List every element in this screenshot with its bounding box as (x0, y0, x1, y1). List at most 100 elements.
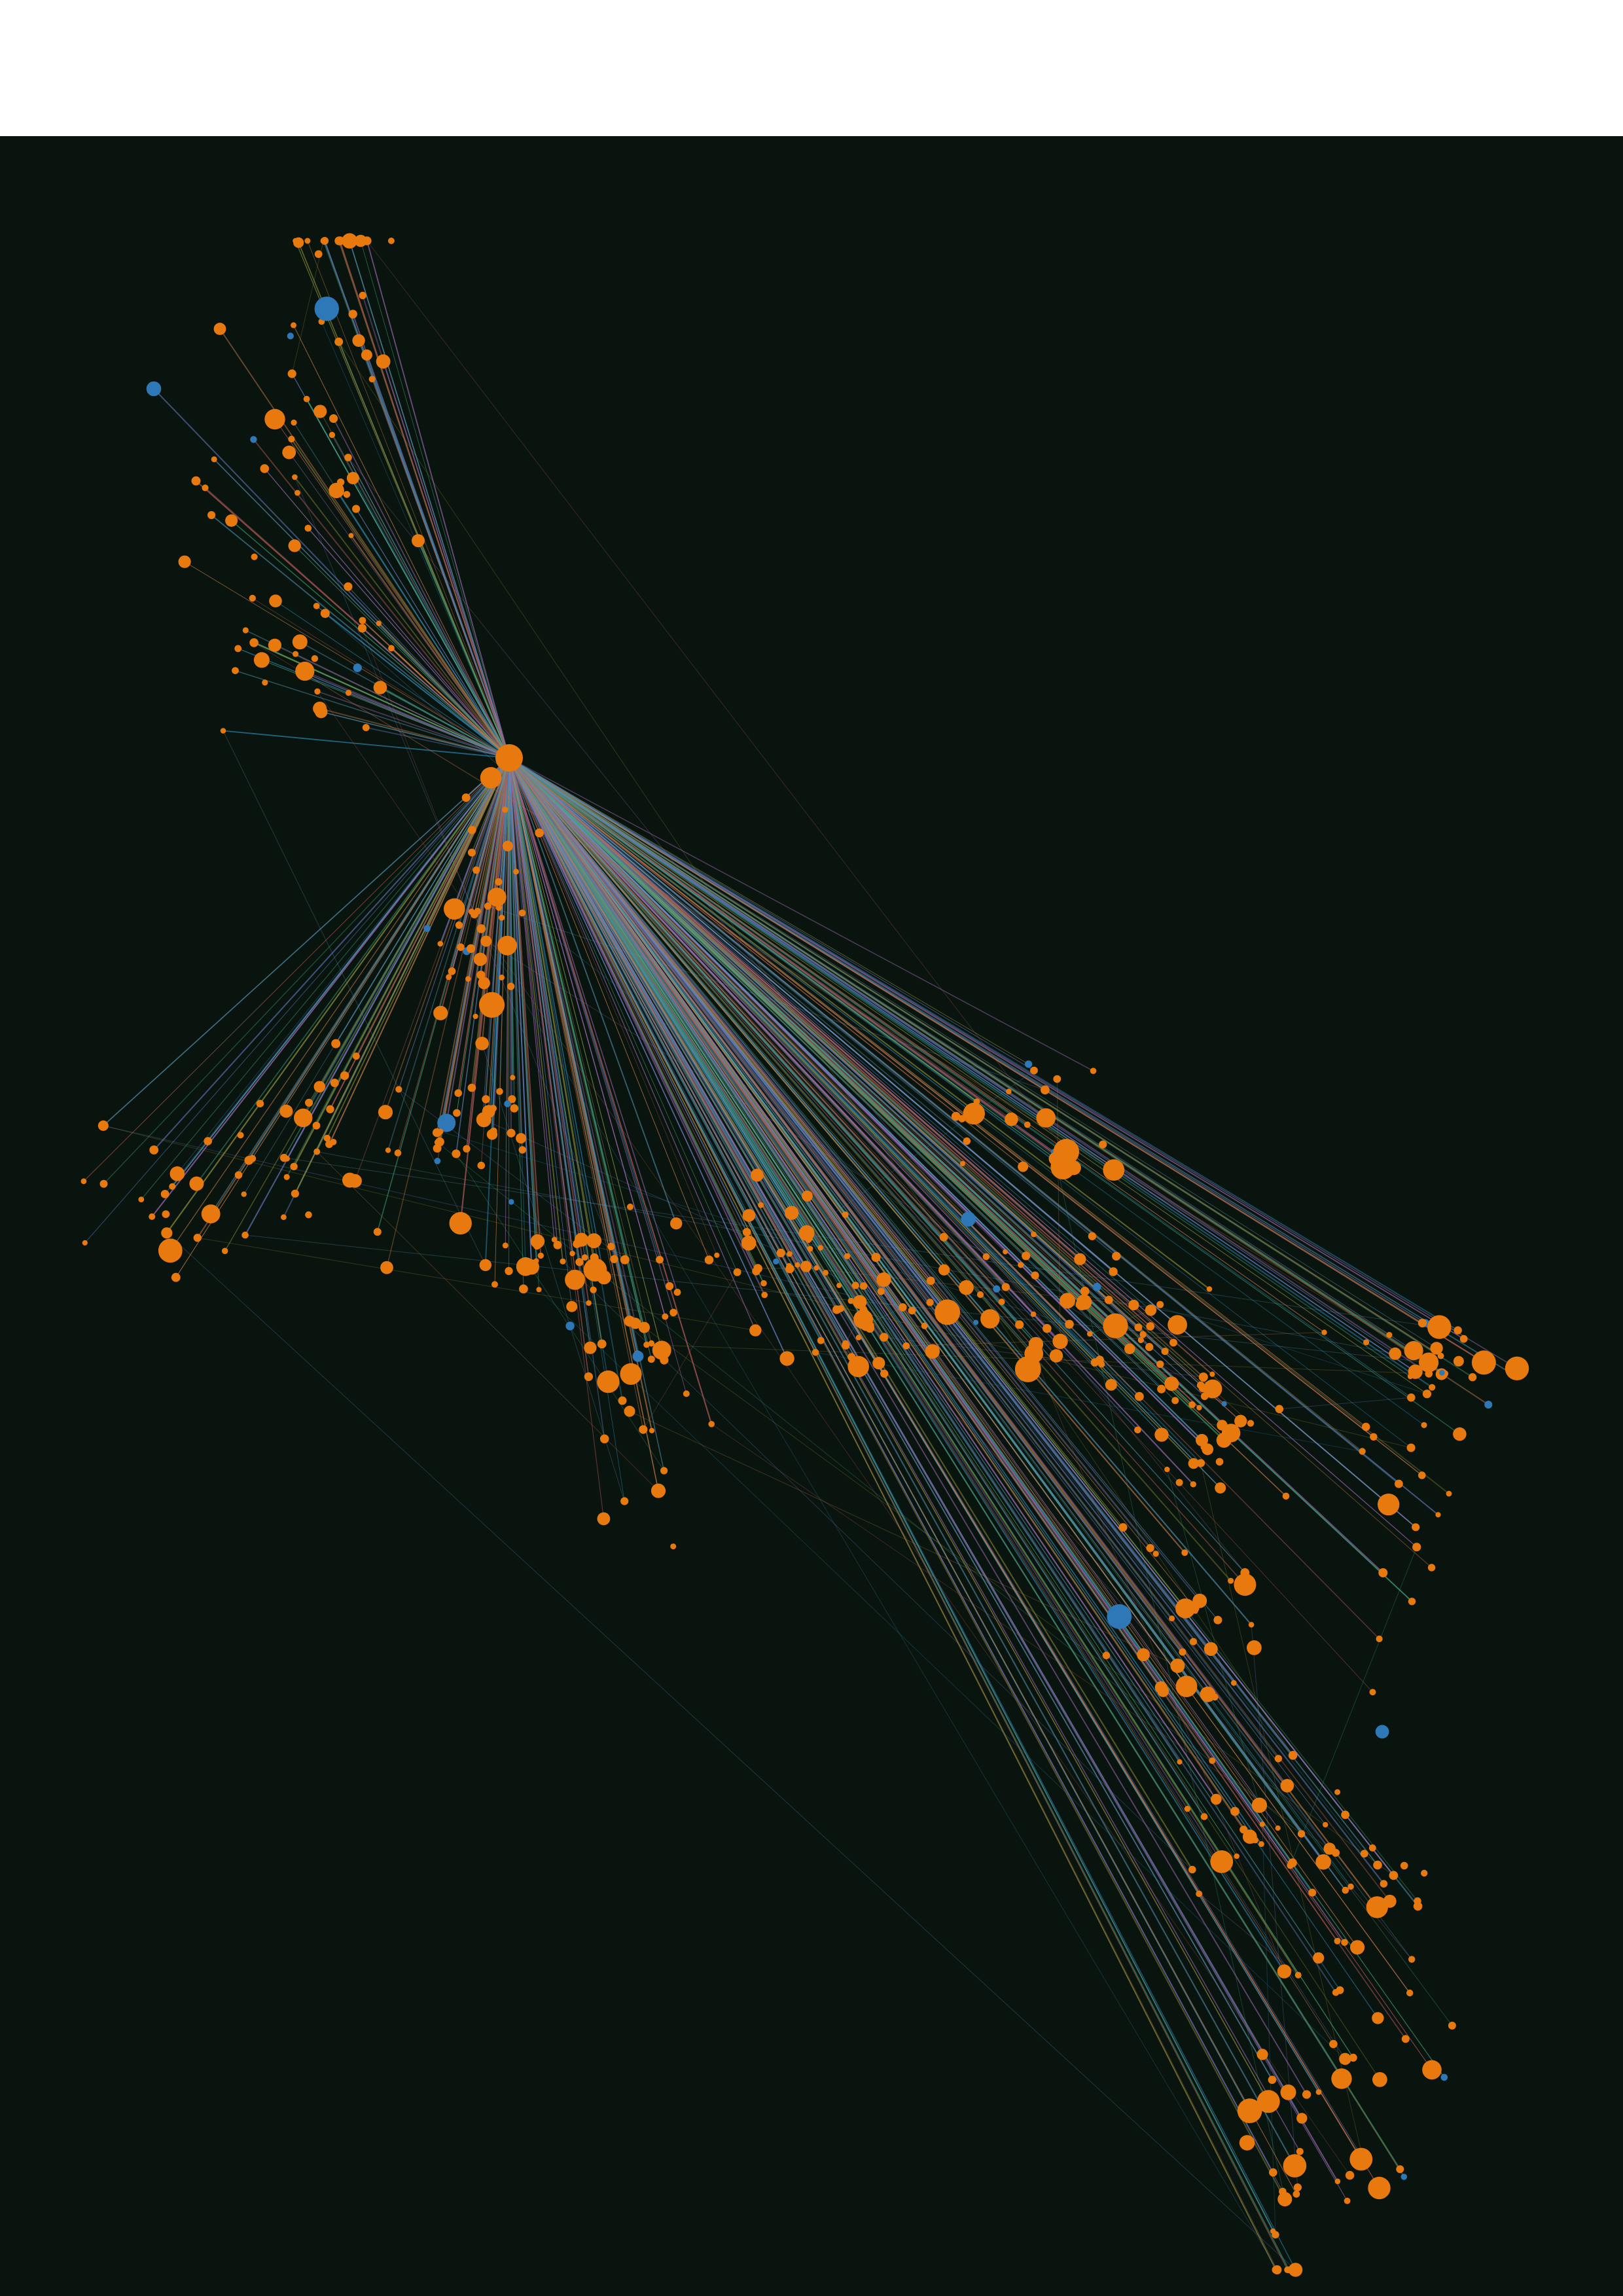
edge (252, 598, 510, 759)
edge (398, 1089, 626, 1261)
node-orange (344, 582, 353, 591)
edge (508, 757, 997, 1289)
node-orange (288, 539, 301, 552)
node-orange (959, 1280, 974, 1295)
node-orange (560, 1258, 566, 1265)
edge (299, 641, 510, 759)
node-orange (1022, 1251, 1031, 1261)
node-orange (1103, 1159, 1125, 1181)
edge (329, 757, 510, 1110)
node-orange (639, 1425, 648, 1434)
node-orange (741, 1235, 757, 1251)
node-orange (581, 1254, 588, 1261)
edge (84, 757, 510, 1244)
edge (508, 757, 1412, 1448)
node-orange (1156, 1360, 1164, 1368)
node-orange (204, 1137, 213, 1145)
edge (103, 1125, 903, 1308)
edge (508, 757, 1181, 1763)
edge (505, 757, 510, 1246)
node-orange (1152, 1551, 1159, 1557)
node-orange (359, 617, 366, 624)
node-orange (502, 840, 513, 852)
node-orange (1414, 1897, 1421, 1905)
node-orange (1099, 1140, 1107, 1149)
node-orange (1258, 1841, 1264, 1847)
node-blue (1093, 1282, 1101, 1291)
node-orange (244, 1156, 254, 1165)
node-orange (433, 1144, 442, 1153)
node-orange (232, 667, 239, 674)
node-orange (476, 924, 486, 933)
node-orange (1372, 2012, 1384, 2024)
node-orange (1018, 1262, 1024, 1268)
node-orange (290, 1162, 298, 1171)
node-orange (1468, 1373, 1477, 1382)
node-orange (1076, 1294, 1092, 1310)
edge (508, 757, 542, 1256)
node-orange (241, 1231, 249, 1239)
node-orange (1277, 1964, 1292, 1979)
edge (508, 757, 1029, 1065)
edge (508, 757, 1213, 1374)
node-orange (249, 594, 256, 602)
node-orange (1378, 1568, 1388, 1577)
edge (508, 757, 1279, 1759)
edge (446, 757, 510, 1123)
edge (474, 757, 510, 915)
node-blue (434, 1157, 441, 1164)
node-orange (938, 1264, 950, 1276)
node-orange (352, 334, 365, 347)
node-orange (842, 1340, 849, 1347)
edge (103, 757, 510, 1185)
node-orange (312, 1121, 321, 1130)
node-orange (495, 878, 503, 886)
edge (508, 757, 1346, 2060)
node-orange (963, 1102, 986, 1125)
node-orange (516, 1133, 527, 1144)
edge (488, 905, 1046, 1090)
node-orange (1049, 1349, 1063, 1363)
network-graph-panel (0, 136, 1623, 2296)
node-orange (376, 354, 391, 369)
edge (562, 1261, 1193, 1870)
edge (332, 418, 510, 759)
edge (508, 757, 1252, 1625)
node-orange (1334, 2178, 1341, 2185)
node-orange (281, 1214, 287, 1221)
edge (224, 757, 510, 1251)
node-orange (817, 1336, 825, 1344)
edge (508, 757, 1194, 1485)
node-orange (1184, 1806, 1191, 1812)
node-orange (502, 806, 508, 813)
edge (264, 468, 510, 759)
node-orange (211, 456, 217, 463)
node-orange (798, 1225, 815, 1241)
edge (508, 757, 526, 1267)
node-orange (395, 1086, 402, 1093)
top-margin (0, 0, 1623, 136)
edge (508, 757, 666, 1317)
node-orange (357, 624, 367, 633)
edge (883, 1279, 1120, 1617)
edge (508, 757, 1140, 1397)
node-orange (304, 238, 311, 244)
edge (508, 757, 1151, 1549)
node-orange (1031, 1271, 1039, 1280)
node-orange (1272, 2231, 1279, 2239)
node-orange (583, 1258, 607, 1282)
node-orange (1006, 1088, 1012, 1094)
edge (508, 757, 1297, 2195)
node-orange (1060, 1293, 1075, 1309)
node-orange (1453, 1427, 1467, 1441)
edge (471, 757, 510, 853)
edge (508, 757, 1203, 1441)
node-orange (1041, 1085, 1050, 1095)
node-blue (973, 1319, 979, 1325)
edge (508, 757, 1308, 2095)
node-orange (329, 414, 338, 423)
node-orange (1177, 1759, 1183, 1765)
edge (293, 757, 510, 1167)
node-orange (1030, 1066, 1038, 1075)
edge (508, 757, 573, 1307)
